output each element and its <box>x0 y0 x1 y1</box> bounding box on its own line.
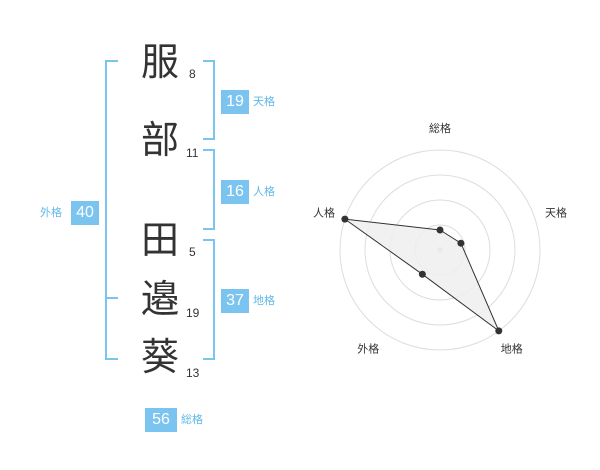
radar-ring <box>364 174 516 326</box>
radar-axis-label-3: 地格 <box>501 342 523 356</box>
jinkaku-score: 16 <box>221 180 249 204</box>
radar-axis-label-4: 外格 <box>357 342 379 356</box>
radar-axis-label-2: 天格 <box>545 205 567 219</box>
gaikaku-label: 外格 <box>40 206 62 219</box>
tenkaku-label: 天格 <box>253 95 275 108</box>
chikaku-bracket <box>203 239 215 360</box>
radar-point-3 <box>495 327 503 335</box>
radar-axis-label-5: 人格 <box>313 205 335 219</box>
name-char-2: 部 <box>140 118 179 162</box>
stroke-count-4: 19 <box>186 306 200 320</box>
gaikaku-bracket <box>105 60 118 360</box>
chikaku-label: 地格 <box>253 294 275 307</box>
name-char-3: 田 <box>140 218 179 262</box>
name-char-4: 邉 <box>140 277 179 321</box>
jinkaku-bracket <box>203 149 215 230</box>
radar-ring <box>339 149 541 351</box>
radar-area <box>344 218 500 333</box>
name-char-1: 服 <box>140 40 179 84</box>
radar-point-1 <box>436 226 444 234</box>
soukaku-label: 総格 <box>181 413 203 426</box>
soukaku-score: 56 <box>145 408 177 432</box>
name-char-5: 葵 <box>140 335 179 379</box>
stroke-count-2: 11 <box>186 146 199 160</box>
gaikaku-score: 40 <box>71 201 99 225</box>
chikaku-score: 37 <box>221 289 249 313</box>
tenkaku-score: 19 <box>221 90 249 114</box>
stroke-count-5: 13 <box>186 366 200 380</box>
radar-point-5 <box>341 215 349 223</box>
radar-point-4 <box>418 270 426 278</box>
stroke-count-3: 5 <box>189 245 196 259</box>
radar-point-2 <box>457 239 465 247</box>
tenkaku-bracket <box>203 60 215 140</box>
radar-axis-label-1: 総格 <box>429 121 451 135</box>
stroke-count-1: 8 <box>189 67 196 81</box>
jinkaku-label: 人格 <box>253 185 275 198</box>
